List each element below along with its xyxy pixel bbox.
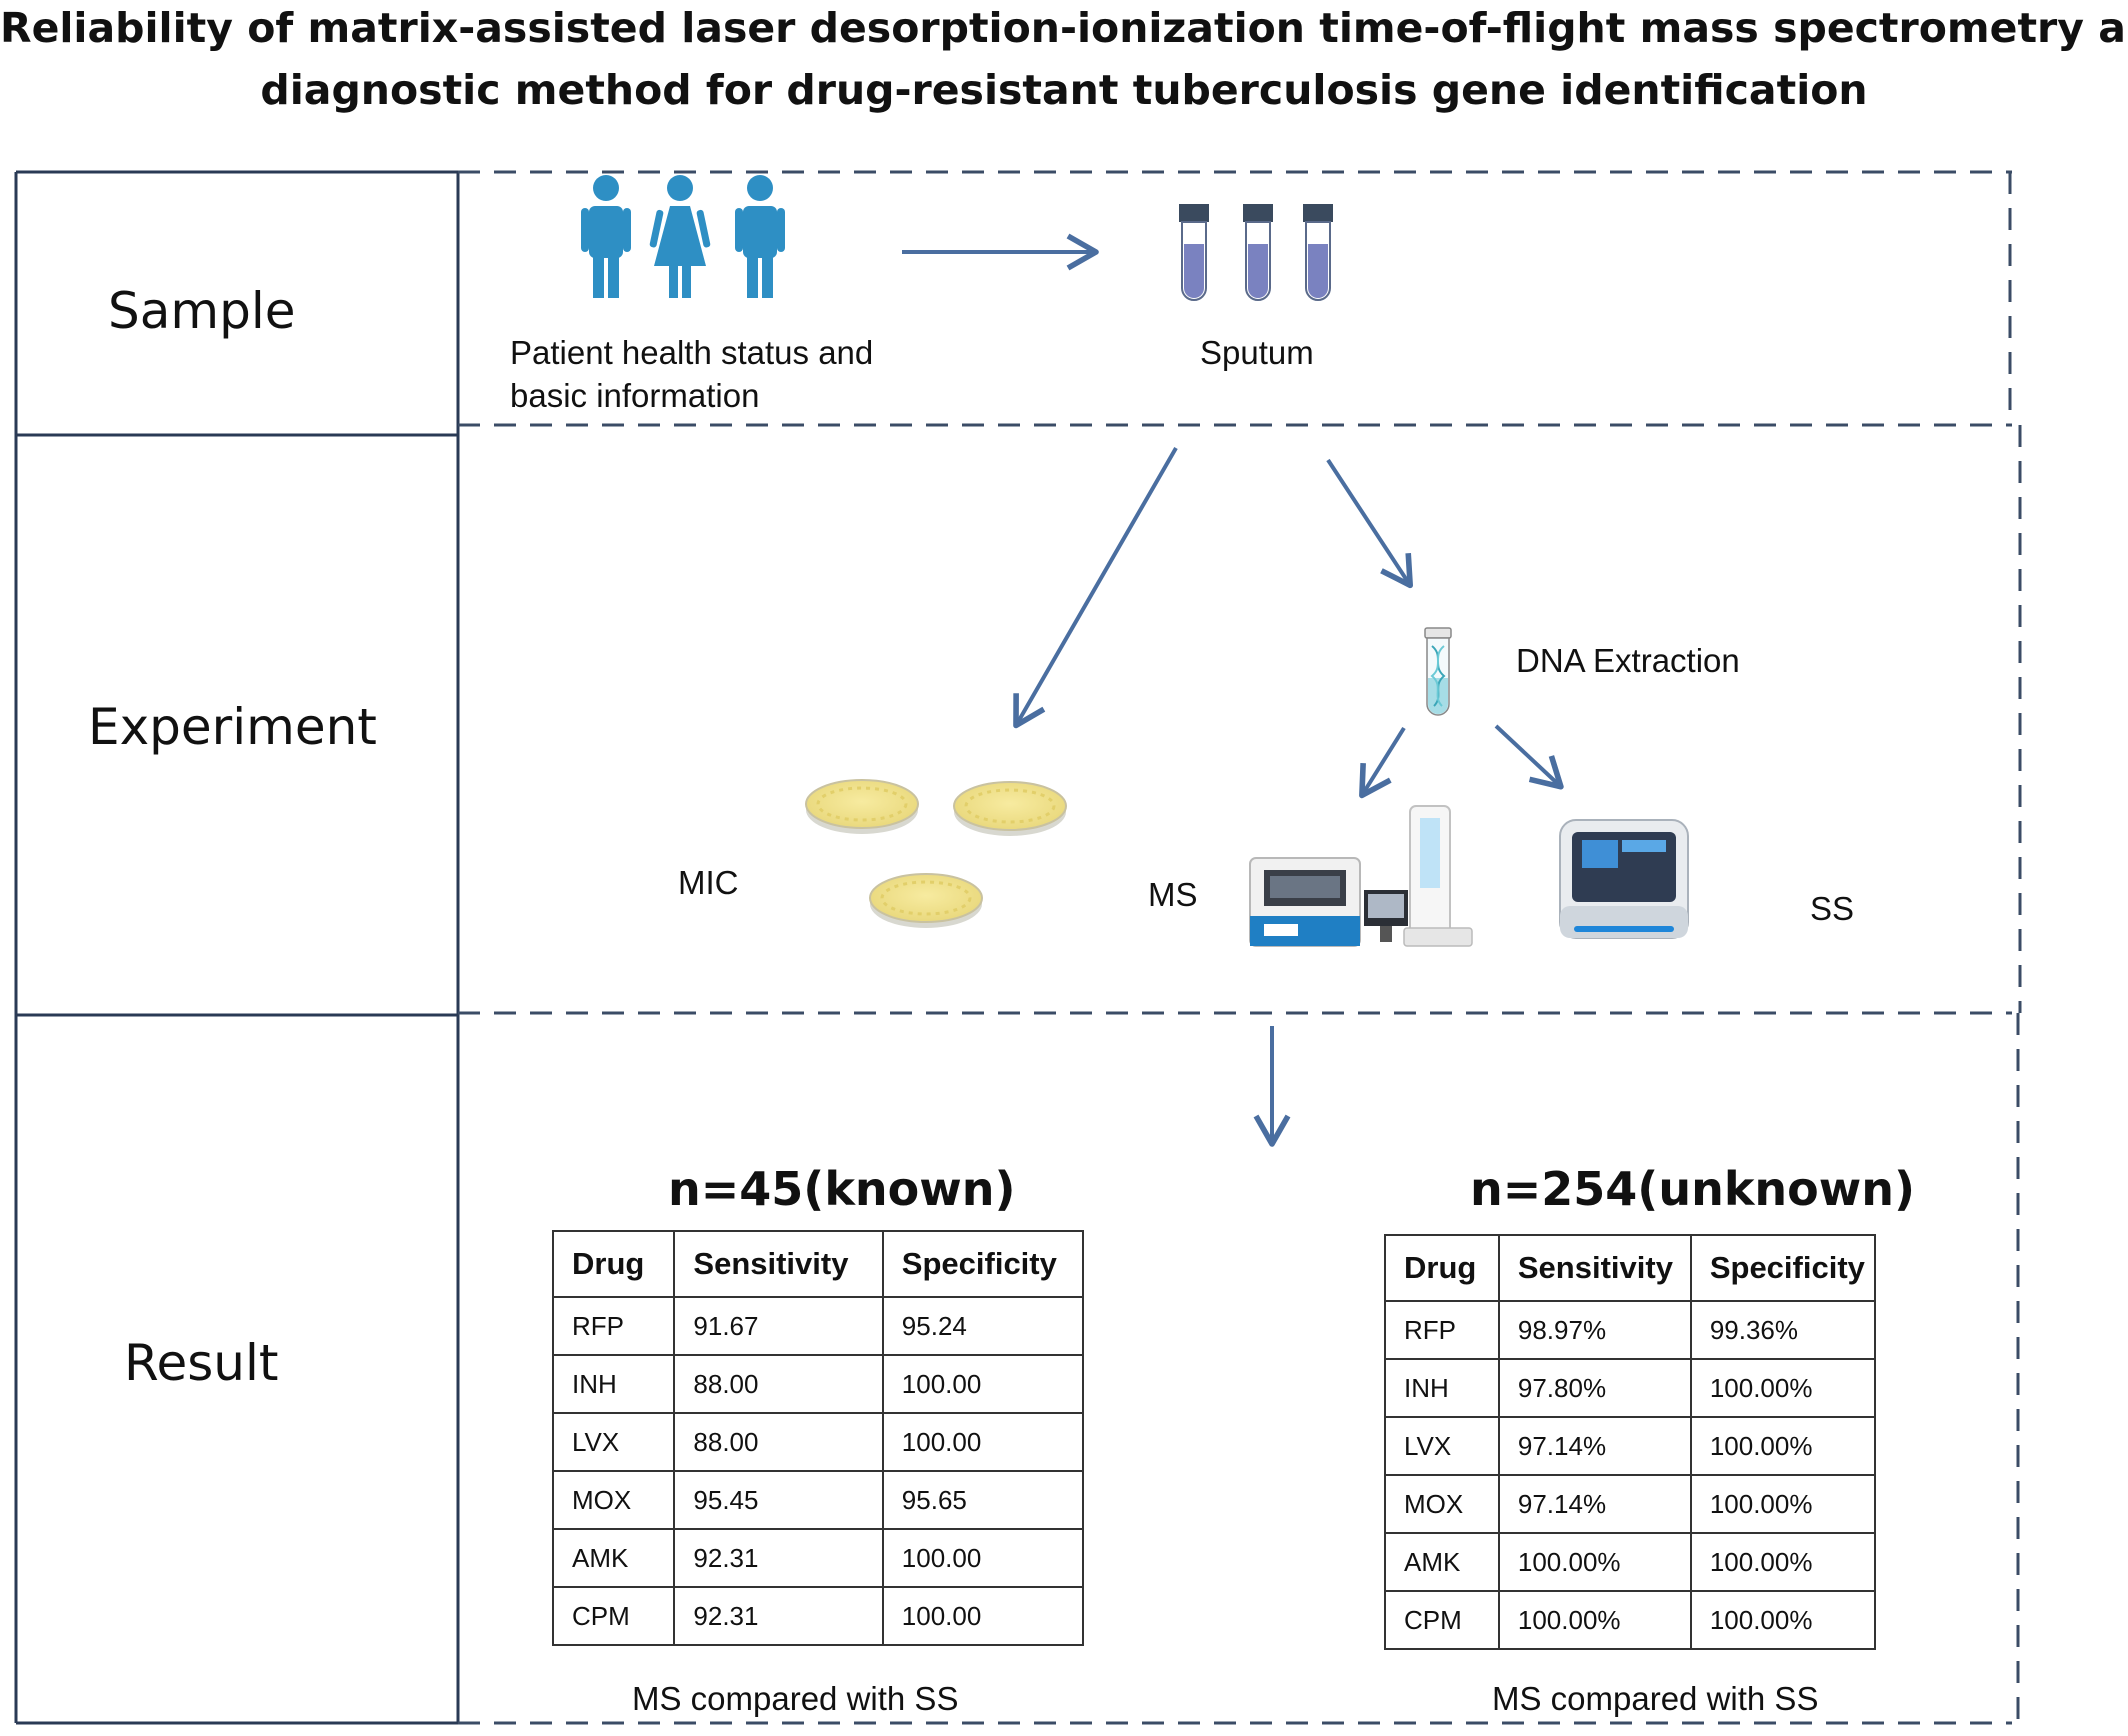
specificity-cell: 100.00% xyxy=(1689,1532,1877,1592)
specificity-cell: 100.00 xyxy=(881,1586,1085,1646)
drug-cell: AMK xyxy=(551,1528,676,1588)
figure-title-line-2: diagnostic method for drug-resistant tub… xyxy=(260,66,1868,114)
mic-label: MIC xyxy=(678,864,739,901)
sequencer-icon xyxy=(1559,819,1689,939)
sensitivity-cell: 100.00% xyxy=(1497,1532,1692,1592)
male-person-icon xyxy=(581,175,631,298)
header-sensitivity: Sensitivity xyxy=(1497,1234,1692,1302)
drug-cell: RFP xyxy=(1384,1300,1500,1360)
drug-cell: MOX xyxy=(1384,1474,1500,1534)
dna-extraction-label: DNA Extraction xyxy=(1516,642,1740,679)
drug-cell: INH xyxy=(1384,1358,1500,1418)
specificity-cell: 100.00 xyxy=(881,1528,1085,1588)
mass-spectrometer-icon xyxy=(1249,805,1473,947)
arrow-sputum-to-mic xyxy=(1013,447,1178,729)
header-sensitivity: Sensitivity xyxy=(673,1230,884,1298)
test-tube-icon xyxy=(1179,204,1209,301)
arrow-sputum-to-dna xyxy=(1326,458,1413,589)
arrow-dna-to-ss xyxy=(1494,724,1564,790)
row-label-result: Result xyxy=(124,1334,279,1392)
known-table-caption: MS compared with SS xyxy=(632,1680,959,1717)
row-label-experiment: Experiment xyxy=(88,698,377,756)
sensitivity-cell: 88.00 xyxy=(673,1354,884,1414)
male-person-icon xyxy=(735,175,785,298)
sensitivity-cell: 92.31 xyxy=(673,1528,884,1588)
frame xyxy=(14,170,2022,1725)
sensitivity-cell: 97.80% xyxy=(1497,1358,1692,1418)
specificity-cell: 100.00% xyxy=(1689,1416,1877,1476)
drug-cell: CPM xyxy=(551,1586,676,1646)
known-table-title: n=45(known) xyxy=(668,1162,1016,1216)
specificity-cell: 95.65 xyxy=(881,1470,1085,1530)
sputum-tubes-icon xyxy=(1179,204,1333,301)
specificity-cell: 100.00% xyxy=(1689,1358,1877,1418)
sensitivity-cell: 97.14% xyxy=(1497,1416,1692,1476)
unknown-table-title: n=254(unknown) xyxy=(1470,1162,1916,1216)
petri-dishes-icon xyxy=(805,779,1067,928)
dna-tube-icon xyxy=(1424,627,1452,716)
specificity-cell: 100.00 xyxy=(881,1412,1085,1472)
drug-cell: INH xyxy=(551,1354,676,1414)
drug-cell: CPM xyxy=(1384,1590,1500,1650)
sputum-caption: Sputum xyxy=(1200,334,1314,371)
header-specificity: Specificity xyxy=(881,1230,1085,1298)
patients-icon xyxy=(581,175,785,298)
female-person-icon xyxy=(649,175,711,298)
row-label-sample: Sample xyxy=(108,282,296,340)
arrow-dna-to-ms xyxy=(1359,726,1406,799)
drug-cell: MOX xyxy=(551,1470,676,1530)
petri-dish-icon xyxy=(869,873,983,928)
sensitivity-cell: 92.31 xyxy=(673,1586,884,1646)
drug-cell: RFP xyxy=(551,1296,676,1356)
drug-cell: LVX xyxy=(1384,1416,1500,1476)
drug-cell: LVX xyxy=(551,1412,676,1472)
sensitivity-cell: 88.00 xyxy=(673,1412,884,1472)
header-drug: Drug xyxy=(551,1230,676,1298)
specificity-cell: 100.00 xyxy=(881,1354,1085,1414)
table-header-row: Drug Sensitivity Specificity xyxy=(1384,1234,1877,1302)
test-tube-icon xyxy=(1243,204,1273,301)
sensitivity-cell: 97.14% xyxy=(1497,1474,1692,1534)
sensitivity-cell: 91.67 xyxy=(673,1296,884,1356)
drug-cell: AMK xyxy=(1384,1532,1500,1592)
ms-label: MS xyxy=(1148,876,1198,913)
patient-caption-line-2: basic information xyxy=(510,377,760,414)
specificity-cell: 100.00% xyxy=(1689,1474,1877,1534)
patient-caption-line-1: Patient health status and xyxy=(510,334,874,371)
petri-dish-icon xyxy=(953,781,1067,836)
ss-label: SS xyxy=(1810,890,1855,927)
test-tube-icon xyxy=(1303,204,1333,301)
sensitivity-cell: 95.45 xyxy=(673,1470,884,1530)
table-header-row: Drug Sensitivity Specificity xyxy=(551,1230,1085,1298)
petri-dish-icon xyxy=(805,779,919,834)
specificity-cell: 100.00% xyxy=(1689,1590,1877,1650)
unknown-table-caption: MS compared with SS xyxy=(1492,1680,1819,1717)
sensitivity-cell: 100.00% xyxy=(1497,1590,1692,1650)
figure-title-line-1: Reliability of matrix-assisted laser des… xyxy=(0,4,2128,52)
specificity-cell: 95.24 xyxy=(881,1296,1085,1356)
sensitivity-cell: 98.97% xyxy=(1497,1300,1692,1360)
specificity-cell: 99.36% xyxy=(1689,1300,1877,1360)
header-drug: Drug xyxy=(1384,1234,1500,1302)
header-specificity: Specificity xyxy=(1689,1234,1877,1302)
